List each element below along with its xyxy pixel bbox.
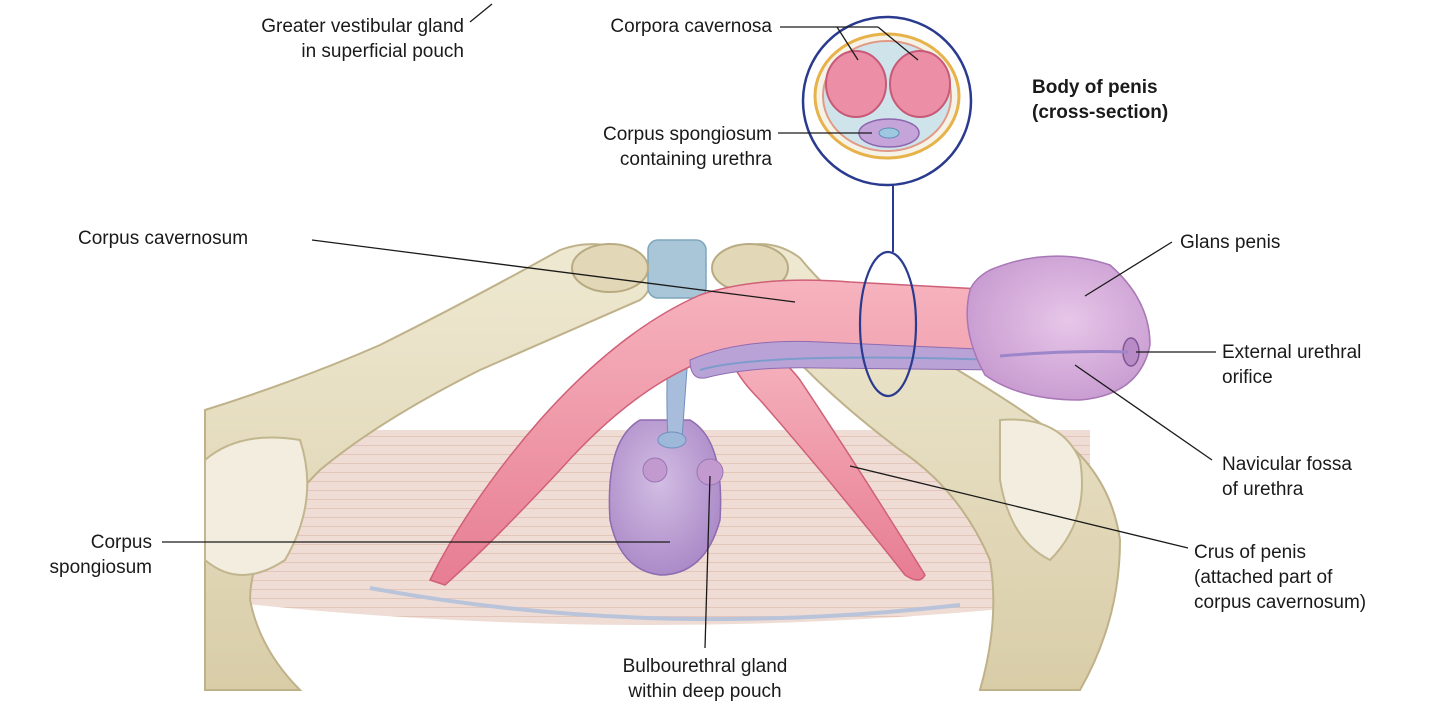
label-external-urethral-orifice: External urethral orifice [1222, 340, 1361, 390]
bulbourethral-gland-left [643, 458, 667, 482]
label-navicular-fossa: Navicular fossa of urethra [1222, 452, 1352, 502]
cross-section-cavernosum-left [826, 51, 886, 117]
label-greater-vestibular-gland: Greater vestibular gland in superficial … [261, 14, 464, 64]
label-corpus-spongiosum-urethra: Corpus spongiosum containing urethra [603, 122, 772, 172]
cross-section-inset [803, 17, 971, 185]
leader-vestibular [470, 4, 492, 22]
label-crus-of-penis: Crus of penis (attached part of corpus c… [1194, 540, 1366, 615]
label-body-of-penis: Body of penis (cross-section) [1032, 75, 1168, 125]
label-corpus-cavernosum: Corpus cavernosum [78, 226, 248, 251]
glans-penis [967, 256, 1150, 400]
label-glans-penis: Glans penis [1180, 230, 1280, 255]
label-corpora-cavernosa: Corpora cavernosa [610, 14, 772, 39]
label-bulbourethral-gland: Bulbourethral gland within deep pouch [585, 654, 825, 704]
cross-section-cavernosum-right [890, 51, 950, 117]
leader-navicular [1075, 365, 1212, 460]
label-corpus-spongiosum: Corpus spongiosum [50, 530, 152, 580]
